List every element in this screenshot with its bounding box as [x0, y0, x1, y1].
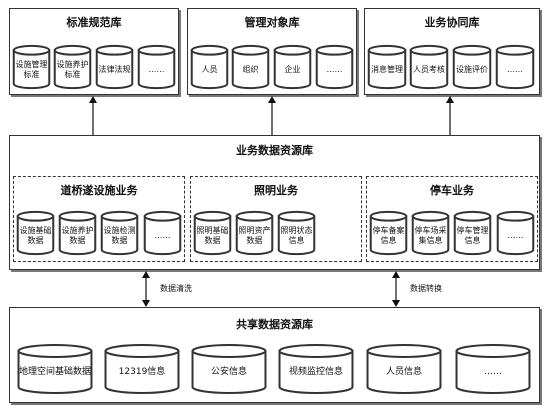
standards-library-title: 标准规范库 [66, 16, 122, 29]
double-arrow-icon [392, 271, 400, 307]
database-label: …… [326, 64, 343, 74]
database-cylinder: 消息管理 [368, 45, 406, 89]
database-label: 设施基础数据 [19, 225, 52, 245]
database-cylinder: 停车管理信息 [454, 211, 491, 255]
database-cylinder: 12319信息 [104, 344, 180, 394]
database-label: …… [154, 230, 171, 240]
road-bridge-business-title: 道桥遂设施业务 [60, 184, 138, 197]
parking-business-title: 停车业务 [430, 184, 474, 197]
management-library-title: 管理对象库 [244, 16, 300, 29]
standards-library-box: 标准规范库 设施管理标准 设施养护标准 法律法规 …… [9, 8, 179, 95]
database-cylinder: …… [138, 45, 175, 89]
database-cylinder: 停车场采集信息 [412, 211, 449, 255]
database-cylinder: 照明基础数据 [194, 211, 231, 255]
database-label: 停车管理信息 [456, 225, 489, 245]
road-bridge-business-group: 道桥遂设施业务 设施基础数据 设施养护数据 设施检测数据 …… [13, 176, 185, 262]
database-label: 人员信息 [385, 367, 422, 377]
business-library-box: 业务数据资源库 道桥遂设施业务 设施基础数据 设施养护数据 设施检测数据 …… … [9, 135, 540, 270]
database-cylinder: 设施评价 [453, 45, 491, 89]
database-label: 停车备案信息 [372, 225, 405, 245]
database-cylinder: …… [316, 45, 353, 89]
parking-business-group: 停车业务 停车备案信息 停车场采集信息 停车管理信息 …… [366, 176, 538, 262]
double-arrow-icon [142, 271, 150, 307]
data-conversion-label: 数据转换 [410, 284, 442, 293]
database-label: 设施养护数据 [61, 225, 94, 245]
database-label: 12319信息 [118, 367, 166, 377]
database-cylinder: 地理空间基础数据 [17, 344, 93, 394]
collaboration-library-title: 业务协同库 [424, 16, 480, 29]
database-label: 设施评价 [456, 64, 488, 74]
database-cylinder: 公安信息 [191, 344, 267, 394]
database-label: …… [484, 367, 502, 377]
database-cylinder: 设施基础数据 [17, 211, 54, 255]
database-label: 企业 [284, 64, 301, 74]
lighting-business-title: 照明业务 [254, 184, 298, 197]
database-cylinder: 视频监控信息 [278, 344, 354, 394]
business-library-title: 业务数据资源库 [236, 144, 313, 157]
management-library-box: 管理对象库 人员 组织 企业 …… [187, 8, 357, 95]
database-label: 照明状态信息 [280, 225, 313, 245]
database-label: …… [507, 230, 524, 240]
database-cylinder: …… [497, 211, 534, 255]
database-label: 设施管理标准 [15, 59, 48, 79]
database-label: 照明资产数据 [238, 225, 271, 245]
arrow-up-icon [268, 96, 276, 135]
database-label: 地理空间基础数据 [18, 367, 91, 377]
database-label: 组织 [242, 64, 259, 74]
database-cylinder: …… [455, 344, 531, 394]
database-label: 公安信息 [210, 367, 247, 377]
arrow-up-icon [446, 96, 454, 135]
database-label: 停车场采集信息 [414, 225, 447, 245]
data-cleaning-label: 数据清洗 [160, 284, 192, 293]
database-label: …… [148, 64, 165, 74]
database-cylinder: 停车备案信息 [370, 211, 407, 255]
database-label: 消息管理 [371, 64, 403, 74]
database-label: 视频监控信息 [288, 367, 343, 377]
database-cylinder: 设施检测数据 [101, 211, 138, 255]
database-label: 人员考核 [413, 64, 445, 74]
database-cylinder: 人员 [191, 45, 228, 89]
collaboration-library-box: 业务协同库 消息管理 人员考核 设施评价 …… [364, 8, 540, 95]
database-cylinder: 照明资产数据 [236, 211, 273, 255]
shared-library-box: 共享数据资源库 地理空间基础数据 12319信息 公安信息 视频监控信息 人员信… [9, 307, 540, 403]
database-cylinder: …… [144, 211, 181, 255]
lighting-business-group: 照明业务 照明基础数据 照明资产数据 照明状态信息 [190, 176, 362, 262]
database-label: 设施检测数据 [103, 225, 136, 245]
shared-library-title: 共享数据资源库 [236, 318, 313, 331]
database-label: 人员 [201, 64, 218, 74]
database-cylinder: 人员信息 [366, 344, 442, 394]
database-cylinder: 设施养护标准 [54, 45, 91, 89]
database-cylinder: 法律法规 [96, 45, 133, 89]
database-label: 照明基础数据 [196, 225, 229, 245]
database-cylinder: 组织 [232, 45, 269, 89]
database-cylinder: …… [496, 45, 534, 89]
database-label: 设施养护标准 [56, 59, 89, 79]
database-cylinder: 人员考核 [410, 45, 448, 89]
database-cylinder: 企业 [274, 45, 311, 89]
arrow-up-icon [89, 96, 97, 135]
database-cylinder: 设施养护数据 [59, 211, 96, 255]
database-cylinder: 照明状态信息 [278, 211, 315, 255]
database-label: …… [507, 64, 523, 74]
database-label: 法律法规 [98, 64, 131, 74]
database-cylinder: 设施管理标准 [13, 45, 50, 89]
